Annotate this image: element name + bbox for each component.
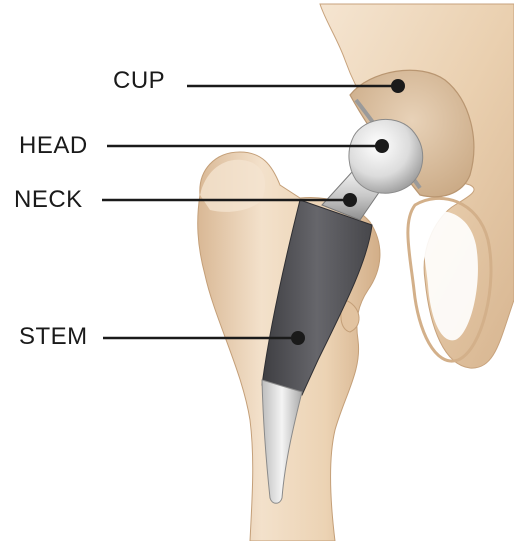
label-stem: STEM	[19, 325, 88, 349]
leader-head	[107, 139, 389, 153]
label-cup: CUP	[113, 69, 165, 93]
label-head: HEAD	[19, 134, 88, 158]
label-neck: NECK	[14, 188, 83, 212]
femoral-head	[349, 119, 423, 193]
